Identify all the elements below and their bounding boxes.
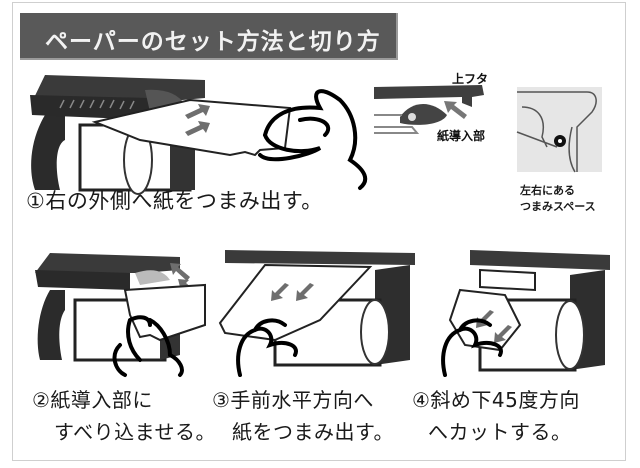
step2-illustration (35, 253, 206, 377)
step4-caption-line1: ④斜め下45度方向 (412, 388, 580, 412)
ribs (59, 99, 135, 110)
step2-caption-line2: すべり込ませる。 (54, 420, 216, 444)
step1-caption: ①右の外側へ紙をつまみ出す。 (26, 189, 323, 213)
guide-shape (400, 103, 447, 125)
direction-arrows (185, 104, 210, 136)
hand-icon (441, 318, 503, 377)
paper-sheet (123, 283, 206, 342)
holder-left-arm (31, 115, 65, 190)
paper-sheet (91, 98, 292, 157)
detail-inset (374, 85, 484, 134)
direction-arrows (271, 283, 314, 301)
step1-illustration (30, 75, 368, 195)
page-title: ペーパーのセット方法と切り方 (45, 29, 381, 55)
lid-bar (374, 85, 484, 107)
paper-sheet (218, 263, 373, 342)
arrow-icon (494, 325, 512, 343)
holder-left-arm (37, 290, 65, 360)
step4-illustration (441, 250, 610, 377)
hand-icon (112, 315, 184, 377)
arrow-icon (185, 121, 210, 136)
arrow-icon (170, 263, 190, 281)
step3-caption-line1: ③手前水平方向へ (212, 388, 374, 412)
arrow-icon (185, 104, 210, 119)
arrow-icon (444, 101, 467, 119)
guide-hole (408, 113, 416, 121)
holder-lid (225, 250, 415, 265)
holder-outline (516, 91, 597, 173)
arrow-icon (271, 283, 289, 301)
guide-part (135, 270, 170, 285)
holder-lid (35, 253, 180, 273)
step3-illustration (218, 250, 415, 377)
hand-icon (258, 89, 368, 190)
step4-caption-line2: へカットする。 (428, 420, 572, 444)
arrow-icon (476, 310, 494, 328)
direction-arrows (476, 310, 512, 343)
hand-icon (236, 318, 298, 377)
guide-label: 紙導入部 (437, 129, 486, 143)
holder-lid (470, 250, 610, 270)
side-inset-label-2: つまみスペース (520, 200, 596, 213)
paper-sheet (479, 268, 536, 292)
step3-caption-line2: 紙をつまみ出す。 (232, 420, 394, 444)
step2-caption-line1: ②紙導入部に (32, 388, 153, 412)
page-frame (12, 2, 626, 461)
arrow-icon (296, 283, 314, 301)
side-inset-label-1: 左右にある (520, 184, 575, 197)
lid-label: 上フタ (452, 72, 489, 86)
title-banner: ペーパーのセット方法と切り方 (20, 13, 398, 60)
roll-edge (374, 114, 420, 134)
side-inset (516, 87, 602, 173)
